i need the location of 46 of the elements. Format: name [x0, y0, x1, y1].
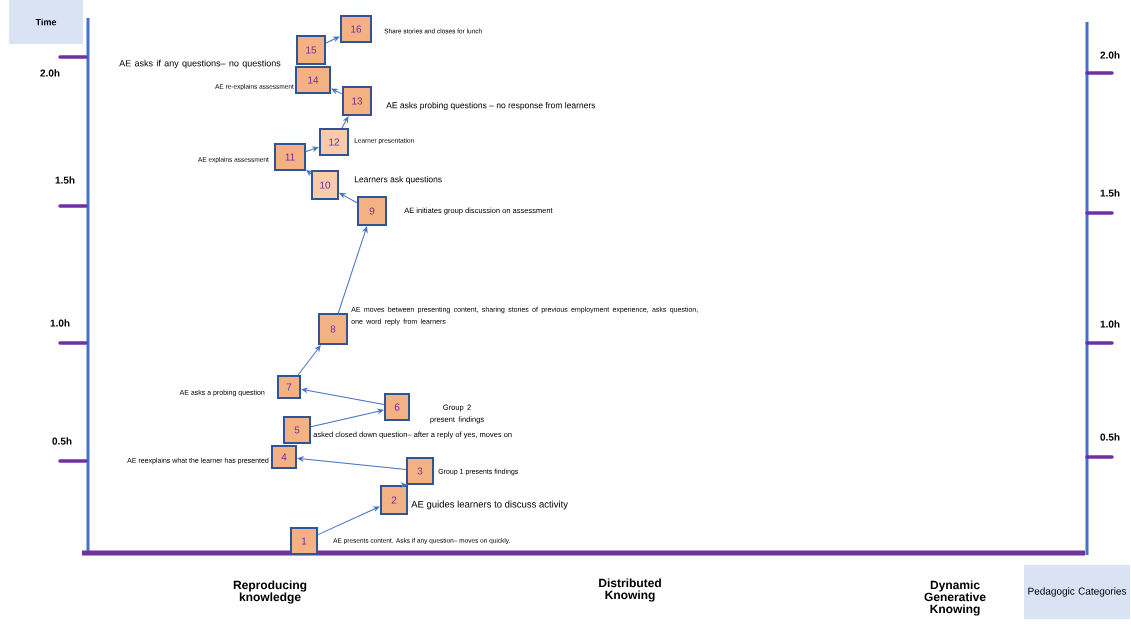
tick-label: 2.0h [40, 69, 60, 77]
step-box: 12 [319, 128, 349, 156]
arrow [310, 408, 384, 428]
step-box: 1 [290, 527, 318, 555]
arrow [317, 506, 380, 536]
step-description: AE asks if any questions– no questions [119, 59, 281, 69]
tick-label: 1.0h [1100, 320, 1120, 328]
tick-label: 1.5h [1100, 189, 1120, 197]
step-box: 13 [342, 86, 372, 116]
step-description: AE guides learners to discuss activity [411, 500, 568, 510]
step-box: 6 [384, 393, 410, 421]
step-box: 16 [340, 15, 372, 43]
arrow [331, 88, 343, 95]
step-box: 15 [296, 35, 326, 65]
arrow [341, 116, 349, 129]
step-box: 14 [295, 66, 331, 94]
arrow [305, 146, 319, 153]
arrow [306, 170, 312, 176]
arrow [297, 345, 321, 376]
category-label: Distributed Knowing [599, 578, 661, 602]
arrow [325, 36, 340, 44]
category-label: Reproducing knowledge [233, 580, 307, 604]
step-box: 3 [406, 457, 434, 485]
tick-label: 0.5h [1100, 433, 1120, 441]
step-box: 4 [271, 445, 297, 469]
tick-label: 2.0h [1100, 51, 1120, 59]
step-description: Learners ask questions [354, 176, 442, 184]
arrow [301, 387, 385, 406]
arrow [297, 456, 407, 471]
step-box: 9 [357, 196, 387, 226]
step-box: 11 [274, 143, 306, 171]
step-box: 8 [318, 313, 348, 345]
category-box: Time [9, 0, 83, 44]
arrow [339, 192, 358, 204]
category-box: Pedagogic Categories [1024, 565, 1130, 619]
tick-label: 1.5h [55, 176, 75, 184]
step-box: 7 [277, 375, 301, 399]
tick-label: 0.5h [52, 437, 72, 445]
step-box: 2 [380, 485, 408, 515]
arrow [337, 226, 368, 314]
arrow [401, 482, 408, 488]
category-label: Dynamic Generative Knowing [924, 580, 986, 616]
step-description: AE asks probing questions – no response from learners [386, 102, 596, 110]
step-box: 5 [283, 416, 311, 444]
step-box: 10 [311, 170, 339, 200]
tick-label: 1.0h [50, 319, 70, 327]
